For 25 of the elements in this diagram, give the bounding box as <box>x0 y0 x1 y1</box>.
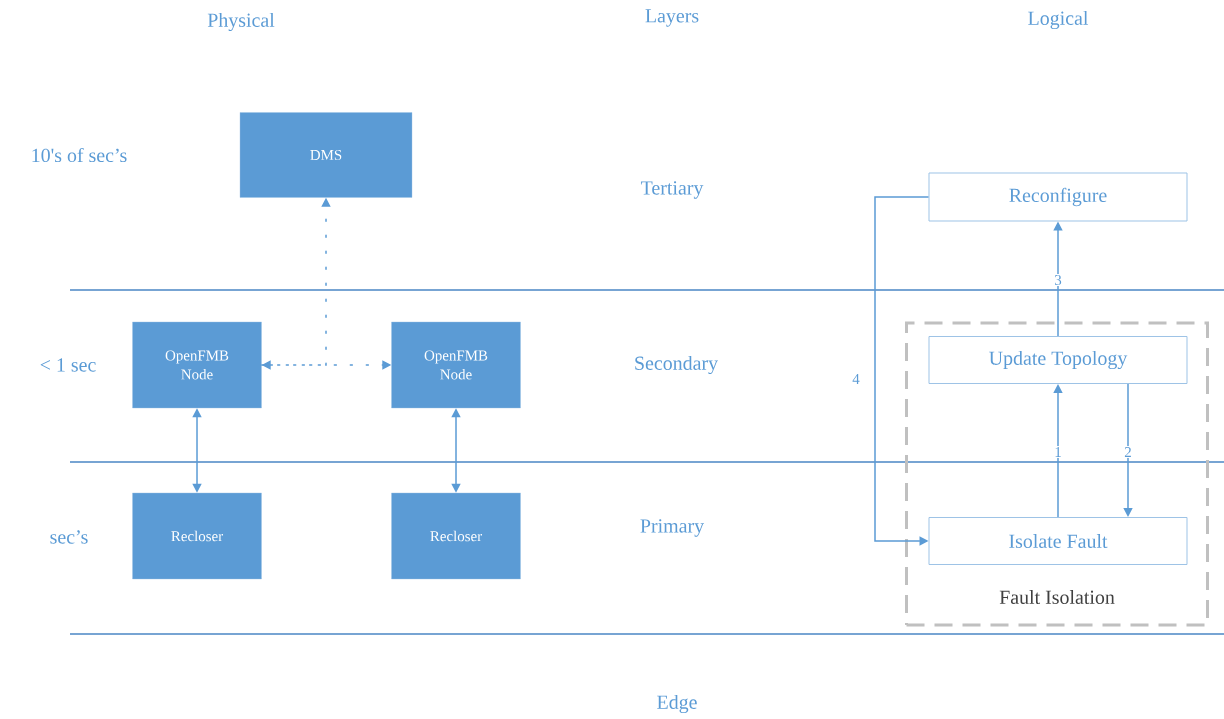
time-scale-label: < 1 sec <box>40 358 96 372</box>
column-heading: Layers <box>645 9 699 27</box>
column-heading: Logical <box>1028 10 1089 30</box>
edge-label: 2 <box>1123 446 1133 458</box>
edge-label: 3 <box>1053 273 1063 286</box>
process-box: Isolate Fault <box>928 517 1188 565</box>
layer-label: Edge <box>657 694 697 714</box>
process-box: DMS <box>239 112 413 198</box>
layer-label: Primary <box>640 519 705 537</box>
column-heading: Physical <box>207 12 275 32</box>
process-box: Recloser <box>132 492 262 580</box>
time-scale-label: 10's of sec’s <box>32 147 127 163</box>
arrow <box>1053 384 1063 518</box>
process-box: Reconfigure <box>928 172 1188 222</box>
process-box: Update Topology <box>928 336 1188 384</box>
edge-label: 4 <box>852 374 860 384</box>
arrow <box>1123 383 1133 517</box>
process-box: OpenFMB Node <box>391 321 521 409</box>
process-box: OpenFMB Node <box>132 321 262 409</box>
layer-label: Secondary <box>635 355 718 375</box>
edge-label: 1 <box>1053 446 1063 458</box>
arrow <box>874 196 930 546</box>
layer-label: Tertiary <box>641 181 704 199</box>
time-scale-label: sec’s <box>50 530 88 544</box>
process-box: Recloser <box>391 492 521 580</box>
